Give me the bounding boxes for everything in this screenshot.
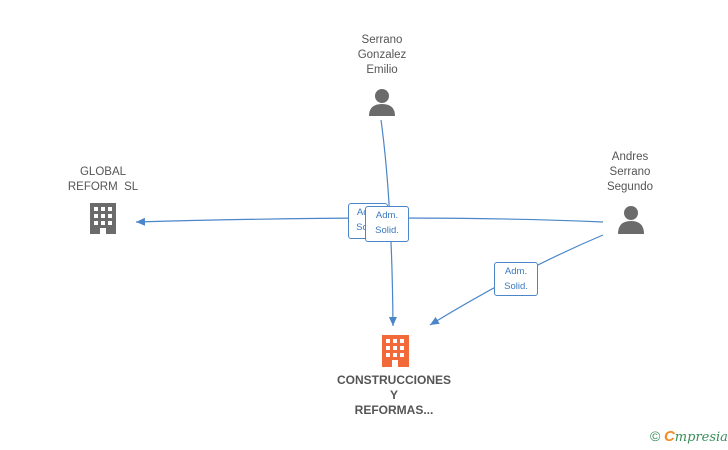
node-label-global-reform[interactable]: GLOBAL REFORM SL [60,165,146,195]
edge-label-line: Solid. [375,225,399,236]
label-line: CONSTRUCCIONES [336,373,451,387]
building-icon[interactable] [382,335,409,367]
label-line: Serrano [609,166,651,178]
node-label-andres-serrano-segundo[interactable]: Andres Serrano Segundo [590,150,670,195]
label-line: Segundo [606,181,654,193]
label-line: Serrano [361,34,403,46]
brand-name: mpresia [674,430,728,445]
label-line: Y [389,388,398,402]
building-icon[interactable] [90,203,116,234]
node-label-serrano-gonzalez-emilio[interactable]: Serrano Gonzalez Emilio [342,33,422,78]
edge-label-line: Adm. [375,210,399,221]
person-icon[interactable] [369,89,395,116]
label-line: REFORM SL [67,181,139,193]
label-line: GLOBAL [79,166,127,178]
edge-label-line: Solid. [504,281,528,292]
brand-initial: C [663,428,675,445]
edge-label-line: Adm. [504,266,528,277]
person-icon[interactable] [618,206,644,234]
copyright-symbol: © [650,428,661,444]
node-label-construcciones[interactable]: CONSTRUCCIONES Y REFORMAS... [324,373,464,418]
label-line: Emilio [366,64,398,76]
edge-label-role: Adm. Solid. [494,262,538,296]
label-line: REFORMAS... [354,403,434,417]
brand-logo: © Cmpresia [650,428,728,445]
label-line: Andres [611,151,649,163]
label-line: Gonzalez [357,49,407,61]
edge-label-role: Adm. Solid. [365,206,409,242]
